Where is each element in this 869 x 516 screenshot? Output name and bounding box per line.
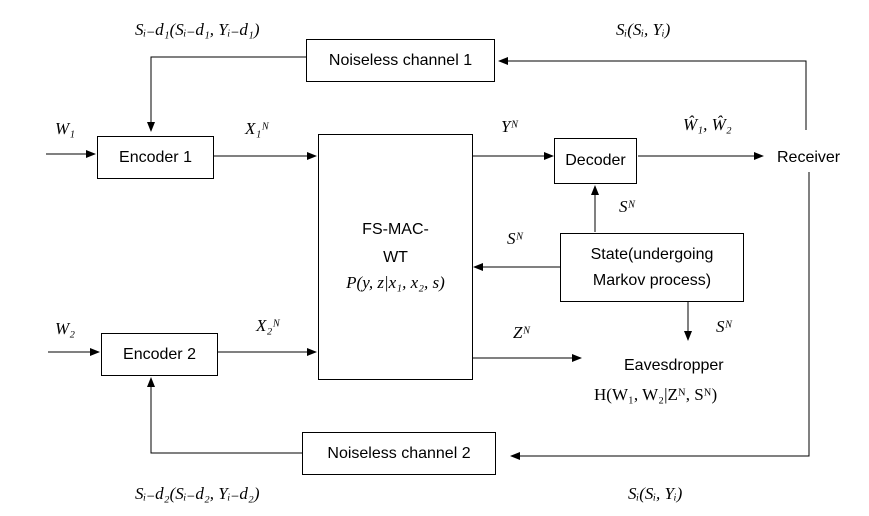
feedback-1-label: Sᵢ(Sᵢ, Yᵢ) (616, 20, 671, 39)
w-hat-label: Ŵ₁, Ŵ₂ (683, 115, 732, 134)
w2-label: W₂ (55, 319, 76, 338)
encoder-1-box: Encoder 1 (97, 136, 214, 179)
z-label: Zᴺ (513, 323, 531, 342)
feedback-1-delayed-label: Sᵢ₋d₁(Sᵢ₋d₁, Yᵢ₋d₁) (135, 20, 260, 39)
feedback-line-2 (510, 172, 810, 460)
s-to-eavesdropper-label: Sᴺ (716, 317, 733, 336)
feedback-line-1 (498, 57, 807, 130)
decoder-box: Decoder (554, 138, 637, 184)
feedback-2-delayed-label: Sᵢ₋d₂(Sᵢ₋d₂, Yᵢ₋d₂) (135, 484, 260, 503)
state-box: State(undergoing Markov process) (560, 233, 744, 302)
w1-label: W₁ (55, 119, 76, 138)
noiseless-channel-1-label: Noiseless channel 1 (328, 51, 473, 69)
noiseless-channel-2-box: Noiseless channel 2 (302, 432, 496, 475)
state-label-line2: Markov process) (592, 271, 712, 289)
x2-label: X₂ᴺ (256, 316, 281, 335)
channel-name-line1: FS-MAC- (362, 220, 429, 238)
channel2-to-encoder2-line (147, 377, 302, 454)
channel-box: FS-MAC- WT P(y, z|x₁, x₂, s) (318, 134, 473, 380)
channel1-to-encoder1-line (147, 56, 306, 132)
eavesdropper-label: Eavesdropper (624, 357, 724, 374)
state-label-line1: State(undergoing (590, 245, 714, 263)
encoder-2-label: Encoder 2 (123, 345, 196, 363)
eavesdropper-equivocation: H(W₁, W₂|Zᴺ, Sᴺ) (594, 385, 718, 404)
y-label: Yᴺ (501, 117, 519, 136)
decoder-label: Decoder (565, 152, 626, 170)
encoder-1-label: Encoder 1 (119, 148, 192, 166)
encoder-2-box: Encoder 2 (101, 333, 218, 376)
noiseless-channel-1-box: Noiseless channel 1 (306, 39, 495, 82)
s-to-channel-label: Sᴺ (507, 229, 524, 248)
channel-transition-probability: P(y, z|x₁, x₂, s) (346, 273, 445, 293)
feedback-2-label: Sᵢ(Sᵢ, Yᵢ) (628, 484, 683, 503)
channel-name-line2: WT (383, 248, 408, 266)
receiver-label: Receiver (777, 149, 841, 166)
noiseless-channel-2-label: Noiseless channel 2 (327, 444, 471, 462)
s-to-decoder-label: Sᴺ (619, 197, 636, 216)
x1-label: X₁ᴺ (245, 119, 270, 138)
